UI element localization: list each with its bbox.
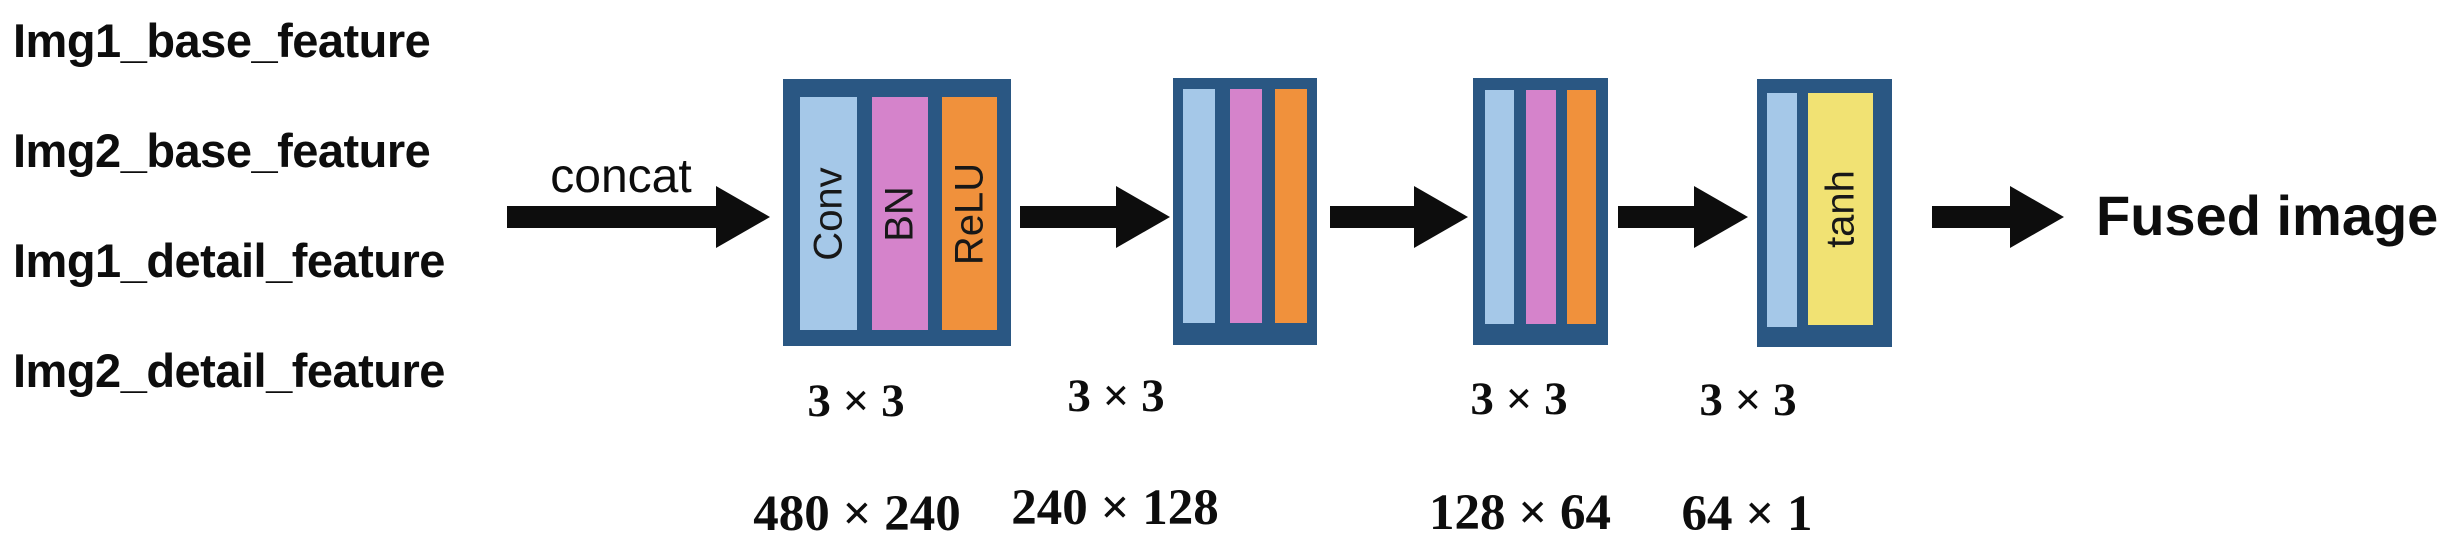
kernel-size-label-4: 3 × 3: [1699, 374, 1797, 426]
conv-layer-bar: [1183, 89, 1215, 323]
input-label-img1-detail: Img1_detail_feature: [13, 234, 445, 287]
input-label-img2-detail: Img2_detail_feature: [13, 344, 445, 397]
conv-layer-bar: Conv: [800, 97, 857, 330]
tanh-layer-bar: tanh: [1808, 93, 1873, 325]
channel-size-label-3: 128 × 64: [1428, 485, 1612, 541]
output-label-fused-image: Fused image: [2096, 184, 2439, 247]
conv-block-4: tanh: [1757, 79, 1892, 347]
input-label-img1-base: Img1_base_feature: [13, 14, 431, 67]
conv-layer-label: Conv: [806, 166, 850, 261]
relu-layer-bar: [1275, 89, 1307, 323]
bn-layer-label: BN: [877, 185, 922, 242]
conv-block-3: [1473, 78, 1608, 345]
tanh-layer-label: tanh: [1818, 170, 1862, 248]
bn-layer-bar: BN: [872, 97, 928, 330]
arrow-right-icon: [1330, 206, 1414, 228]
arrow-right-icon: [1618, 206, 1694, 228]
relu-layer-bar: ReLU: [942, 97, 997, 330]
channel-size-label-2: 240 × 128: [1011, 480, 1219, 536]
concat-arrow-right-icon: [507, 206, 716, 228]
input-label-img2-base: Img2_base_feature: [13, 124, 431, 177]
concat-label: concat: [550, 150, 692, 203]
channel-size-label-4: 64 × 1: [1681, 486, 1813, 542]
bn-layer-bar: [1230, 89, 1262, 323]
conv-block-1: Conv BN ReLU: [783, 79, 1011, 346]
kernel-size-label-3: 3 × 3: [1470, 373, 1568, 425]
conv-block-2: [1173, 78, 1317, 345]
kernel-size-label-2: 3 × 3: [1067, 370, 1165, 422]
arrow-right-icon: [1932, 206, 2010, 228]
relu-layer-bar: [1567, 90, 1596, 324]
arrow-right-icon: [1020, 206, 1116, 228]
relu-layer-label: ReLU: [947, 162, 991, 265]
bn-layer-bar: [1526, 90, 1556, 324]
conv-layer-bar: [1767, 93, 1797, 327]
kernel-size-label-1: 3 × 3: [807, 375, 905, 427]
channel-size-label-1: 480 × 240: [753, 486, 961, 542]
conv-layer-bar: [1485, 90, 1514, 324]
